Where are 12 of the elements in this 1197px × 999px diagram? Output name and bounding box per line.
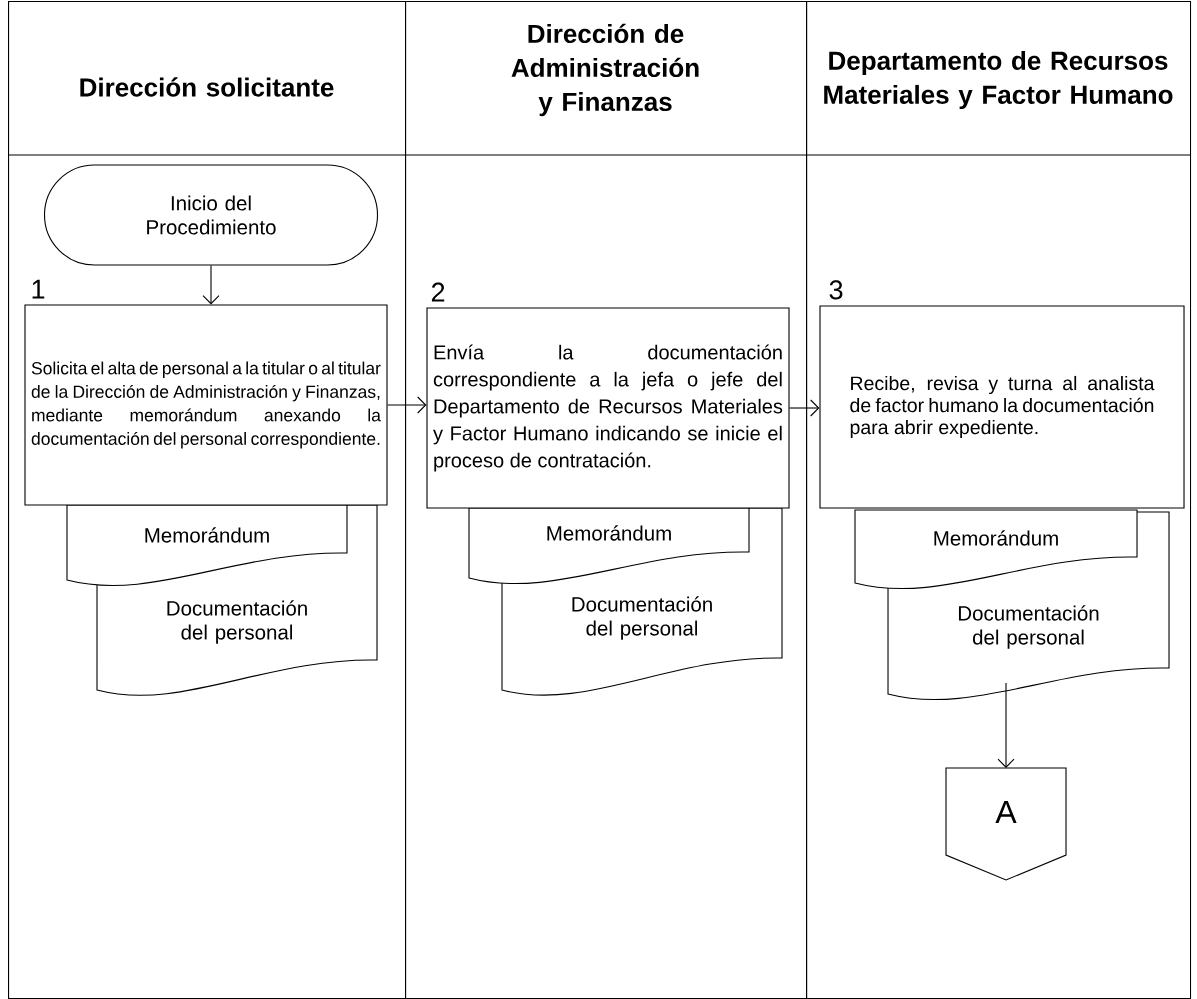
swimlane (8, 1, 407, 999)
step-number: 3 (829, 280, 843, 300)
lane-header: Departamento de Recursos Materiales y Factor Humano (824, 50, 1173, 110)
arrow (387, 396, 427, 414)
lane-header: Dirección de Administración y Finanzas (511, 23, 699, 117)
arrow (202, 265, 220, 305)
off-page-connector: A (945, 767, 1067, 881)
step-number: 1 (32, 279, 45, 299)
arrow (997, 682, 1015, 768)
lane-header: Dirección solicitante (80, 77, 334, 97)
step-number: 2 (431, 282, 445, 302)
arrow (789, 399, 820, 417)
